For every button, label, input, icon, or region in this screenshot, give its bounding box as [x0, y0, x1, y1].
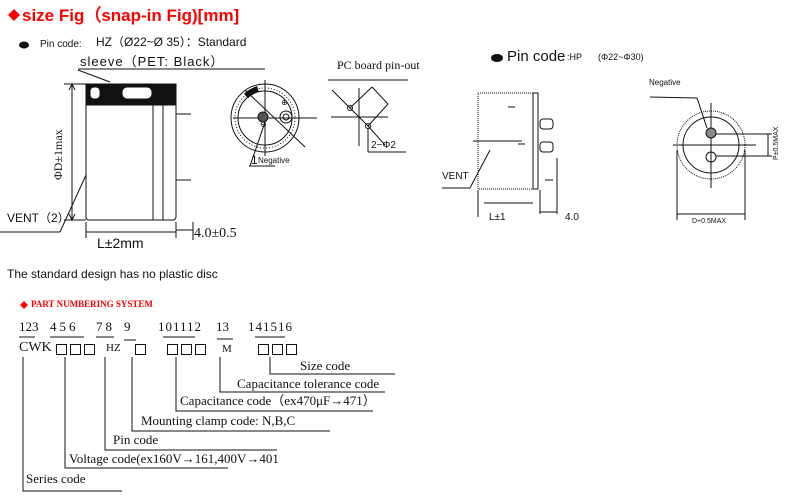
hz-negative-number: 1 [251, 153, 258, 167]
hp-pin-length-label: 4.0 [565, 212, 579, 223]
position-number: 13 [216, 319, 229, 334]
pcb-pinout [328, 79, 408, 153]
hp-length-label: L±1 [489, 212, 506, 223]
pcb-holes-label: 2−Φ2 [371, 140, 396, 151]
bullet-icon [19, 41, 29, 49]
tolerance-code-label: Capacitance tolerance code [237, 376, 380, 391]
position-number: 9 [124, 319, 131, 334]
plus-icon: ⊕ [281, 98, 288, 107]
hz-front-view [230, 80, 317, 167]
clamp-code-label: Mounting clamp code: N,B,C [141, 413, 296, 428]
hp-pitch-label: P±0.5MAX [773, 126, 780, 160]
series-code-value: CWK [19, 340, 52, 355]
hp-vent-label: VENT [442, 171, 469, 182]
part-numbering-title: PART NUMBERING SYSTEM [31, 299, 153, 309]
hz-diameter-label: ΦD±1max [51, 129, 65, 180]
bullet-icon [491, 54, 503, 62]
page-title: size Fig（snap-in Fig)[mm] [22, 6, 240, 25]
hz-side-view [0, 68, 265, 240]
hp-side-view [442, 92, 558, 217]
hp-diameter-label: D+0.5MAX [692, 218, 727, 225]
note-text: The standard design has no plastic disc [7, 267, 218, 281]
clamp-code-box [135, 342, 149, 358]
capacitance-code-label: Capacitance code（ex470μF→471） [180, 393, 376, 408]
voltage-code-label: Voltage code(ex160V→161,400V→401 [69, 451, 279, 466]
hp-pin-code-label: Pin code [507, 48, 566, 65]
size-code-boxes [258, 342, 300, 358]
capacitance-code-boxes [167, 342, 209, 358]
position-number: 456 [50, 319, 79, 334]
size-code-label: Size code [300, 358, 351, 373]
red-diamond-icon [20, 301, 28, 309]
hp-negative-label: Negative [649, 78, 681, 87]
hp-front-view [649, 96, 772, 220]
hz-sleeve-label: sleeve（PET: Black） [80, 54, 225, 69]
voltage-code-boxes [56, 342, 98, 358]
pin-code-value: HZ [106, 342, 121, 354]
hz-pin-length-label: 4.0±0.5 [194, 226, 237, 241]
pin-code-label: Pin code [113, 432, 159, 447]
hz-pin-code-label: Pin code: [40, 39, 82, 50]
hp-pin-code-value: :HP [567, 52, 583, 62]
pcb-title: PC board pin-out [337, 58, 420, 72]
hz-negative-label: Negative [258, 156, 290, 165]
hz-pin-code-value: HZ（Ø22~Ø 35）：Standard [96, 35, 247, 49]
position-number: 123 [19, 319, 39, 334]
red-diamond-icon [8, 9, 20, 21]
minus-icon: ⊖ [260, 120, 267, 129]
hz-length-label: L±2mm [97, 235, 144, 251]
series-code-label: Series code [26, 471, 86, 486]
position-number: 78 [96, 319, 115, 334]
position-number: 141516 [248, 319, 293, 334]
part-numbering-lines [19, 336, 395, 492]
hz-vent-label: VENT（2） [7, 211, 70, 225]
position-number: 101112 [158, 319, 203, 334]
hp-pin-code-range: (Φ22~Φ30) [598, 52, 644, 62]
tolerance-code-value: M [222, 343, 232, 355]
